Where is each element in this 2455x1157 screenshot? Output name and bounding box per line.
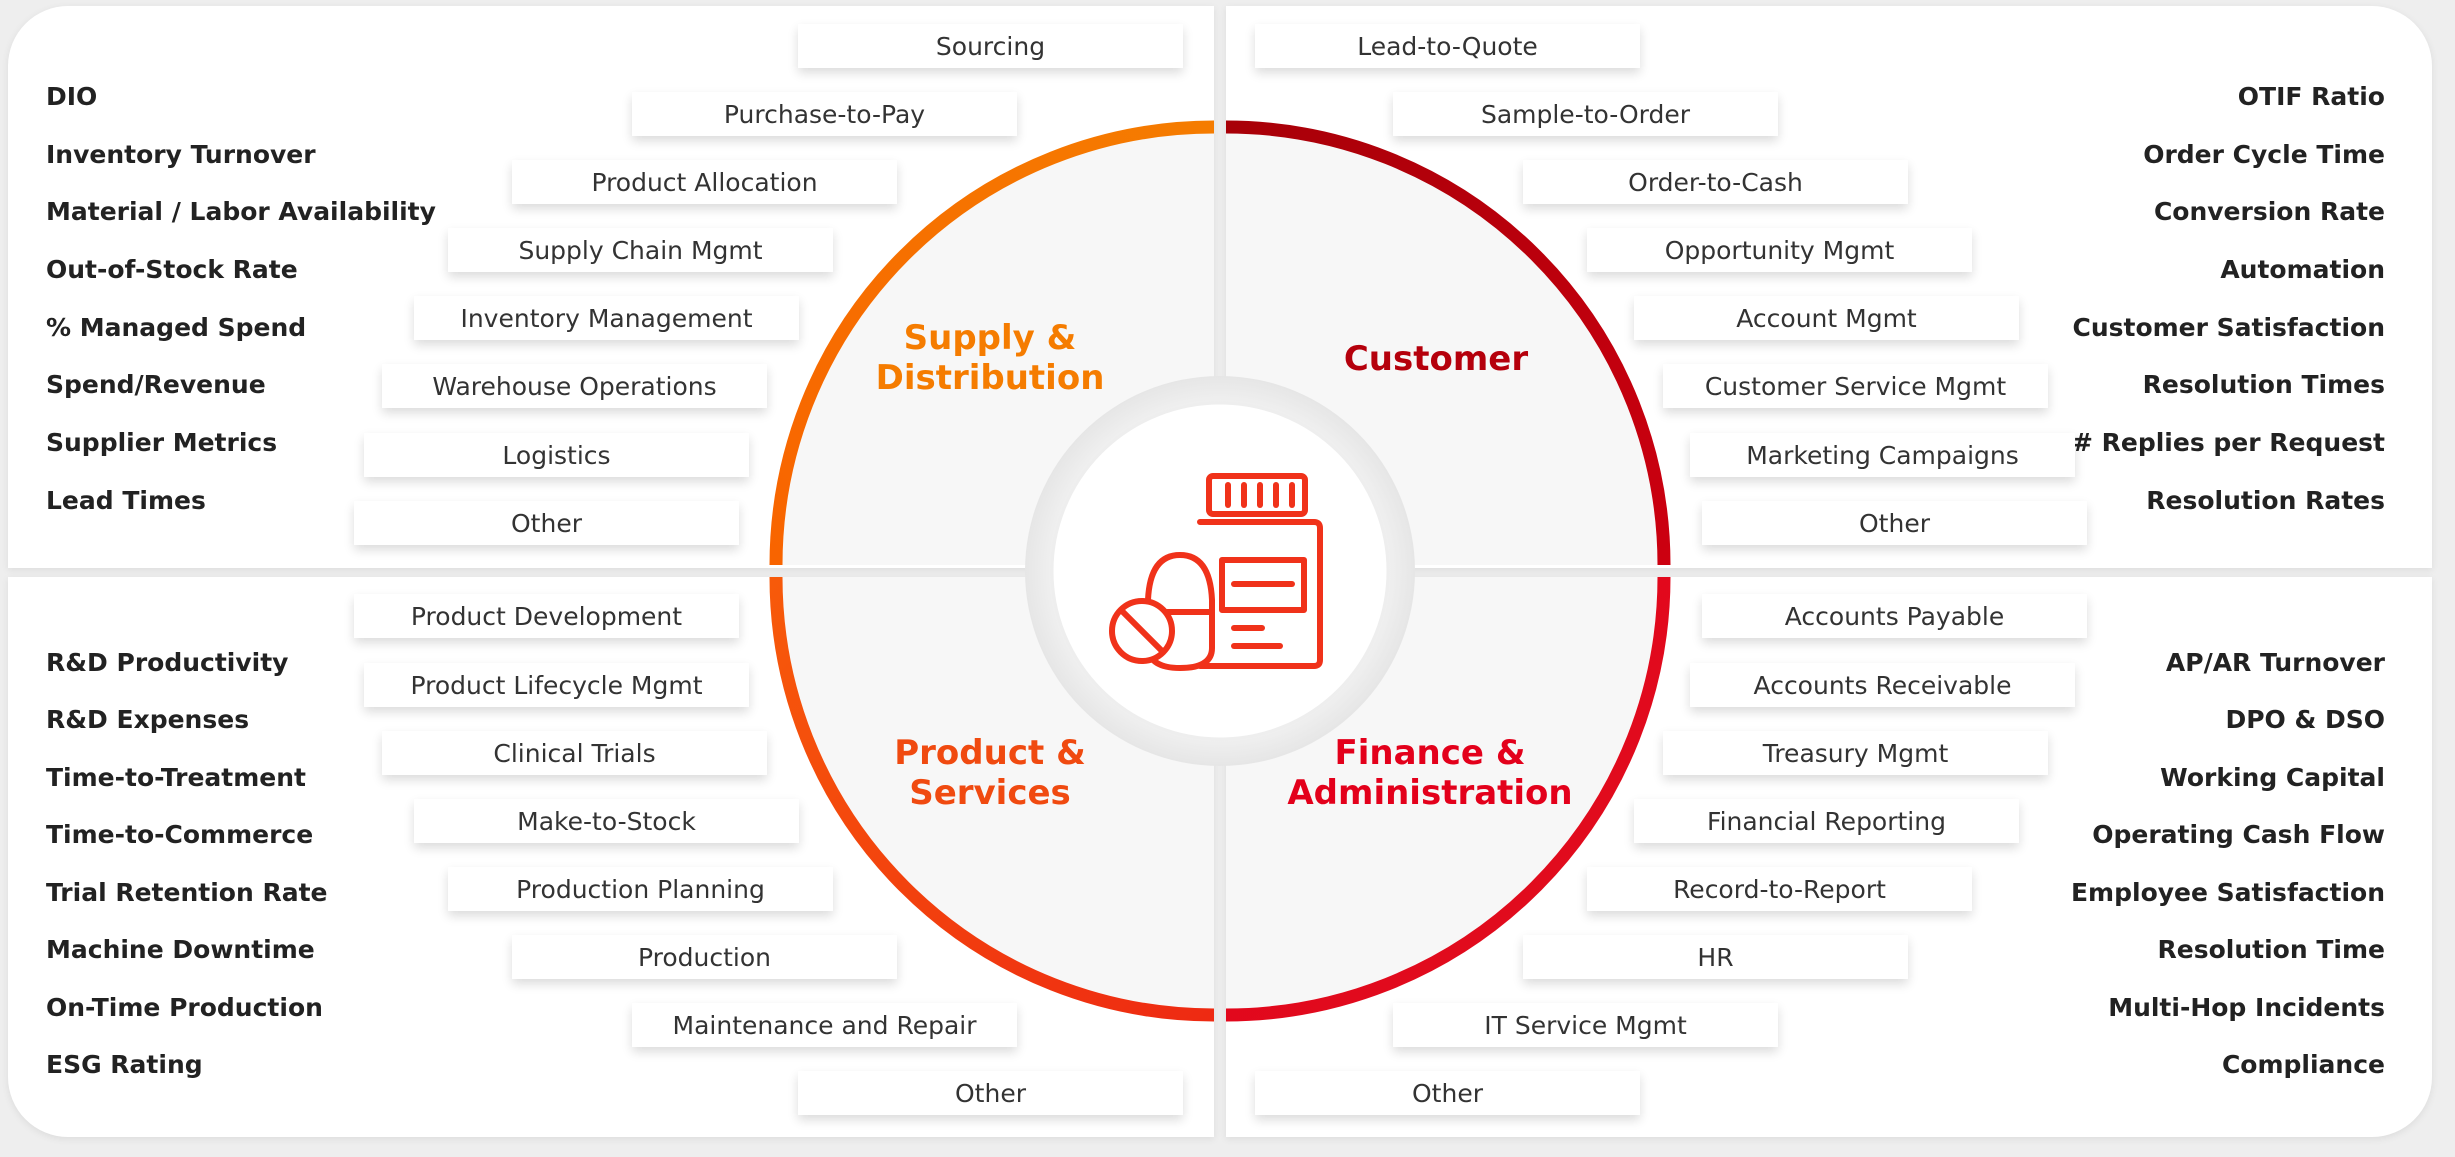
process-box[interactable]: Other (1702, 501, 2087, 545)
process-box[interactable]: Opportunity Mgmt (1587, 228, 1972, 272)
process-box[interactable]: Customer Service Mgmt (1663, 364, 2048, 408)
metric-item: On-Time Production (46, 993, 323, 1022)
quadrant-title-line: Customer (1343, 339, 1529, 379)
metric-item: OTIF Ratio (2237, 82, 2385, 111)
process-box[interactable]: Accounts Payable (1702, 594, 2087, 638)
metric-item: Working Capital (2160, 763, 2385, 792)
metric-item: Trial Retention Rate (46, 878, 328, 907)
quadrant-title-line: Distribution (875, 358, 1105, 398)
metric-item: Lead Times (46, 486, 206, 515)
process-box[interactable]: Inventory Management (414, 296, 799, 340)
process-box[interactable]: Logistics (364, 433, 749, 477)
metric-item: Machine Downtime (46, 935, 315, 964)
metric-item: Automation (2220, 255, 2385, 284)
metric-item: ESG Rating (46, 1050, 203, 1079)
arc-product-services (769, 576, 1215, 1022)
metric-item: Compliance (2221, 1050, 2385, 1079)
process-box[interactable]: Warehouse Operations (382, 364, 767, 408)
process-box[interactable]: Financial Reporting (1634, 799, 2019, 843)
arc-supply-distribution (769, 120, 1215, 566)
metric-item: Customer Satisfaction (2072, 313, 2385, 342)
quadrant-title-customer: Customer (1316, 339, 1556, 379)
quadrant-title-line: Administration (1287, 773, 1573, 813)
process-box[interactable]: Treasury Mgmt (1663, 731, 2048, 775)
metric-item: # Replies per Request (2071, 428, 2385, 457)
process-box[interactable]: Other (1255, 1071, 1640, 1115)
process-box[interactable]: Purchase-to-Pay (632, 92, 1017, 136)
metric-item: DIO (46, 82, 98, 111)
metric-item: DPO & DSO (2225, 705, 2385, 734)
medicine-bottle-and-pills-icon (1109, 473, 1323, 671)
quadrant-title-line: Product & (894, 733, 1086, 773)
process-box[interactable]: Other (354, 501, 739, 545)
metric-item: Inventory Turnover (46, 140, 316, 169)
arc-finance-administration (1225, 576, 1671, 1022)
process-box[interactable]: Clinical Trials (382, 731, 767, 775)
process-box[interactable]: IT Service Mgmt (1393, 1003, 1778, 1047)
metric-item: Out-of-Stock Rate (46, 255, 298, 284)
metric-item: Resolution Time (2157, 935, 2385, 964)
quadrant-title-line: Services (909, 773, 1071, 813)
metric-item: Order Cycle Time (2143, 140, 2385, 169)
process-box[interactable]: Product Allocation (512, 160, 897, 204)
process-box[interactable]: Lead-to-Quote (1255, 24, 1640, 68)
process-box[interactable]: Maintenance and Repair (632, 1003, 1017, 1047)
process-box[interactable]: Marketing Campaigns (1690, 433, 2075, 477)
metric-item: Spend/Revenue (46, 370, 266, 399)
process-box[interactable]: HR (1523, 935, 1908, 979)
quadrant-title-line: Supply & (903, 318, 1077, 358)
metric-item: Resolution Times (2142, 370, 2385, 399)
metric-item: Multi-Hop Incidents (2108, 993, 2385, 1022)
process-box[interactable]: Product Lifecycle Mgmt (364, 663, 749, 707)
metric-item: Supplier Metrics (46, 428, 278, 457)
metric-item: Material / Labor Availability (46, 197, 436, 226)
quadrant-title-product-services: Product & Services (870, 733, 1110, 813)
metric-item: Time-to-Treatment (46, 763, 306, 792)
process-box[interactable]: Other (798, 1071, 1183, 1115)
process-box[interactable]: Product Development (354, 594, 739, 638)
metric-item: Time-to-Commerce (46, 820, 314, 849)
quadrant-title-line: Finance & (1334, 733, 1526, 773)
process-box[interactable]: Make-to-Stock (414, 799, 799, 843)
process-box[interactable]: Production Planning (448, 867, 833, 911)
metric-item: Operating Cash Flow (2092, 820, 2385, 849)
process-box[interactable]: Supply Chain Mgmt (448, 228, 833, 272)
process-box[interactable]: Production (512, 935, 897, 979)
arc-customer (1225, 120, 1671, 566)
metric-item: R&D Expenses (46, 705, 250, 734)
quadrant-title-finance-administration: Finance & Administration (1280, 733, 1580, 813)
quadrant-title-supply-distribution: Supply & Distribution (870, 318, 1110, 398)
metric-item: % Managed Spend (46, 313, 307, 342)
metric-item: Resolution Rates (2146, 486, 2385, 515)
metric-item: R&D Productivity (46, 648, 289, 677)
process-box[interactable]: Account Mgmt (1634, 296, 2019, 340)
metric-item: Conversion Rate (2153, 197, 2385, 226)
process-box[interactable]: Order-to-Cash (1523, 160, 1908, 204)
process-box[interactable]: Accounts Receivable (1690, 663, 2075, 707)
process-box[interactable]: Record-to-Report (1587, 867, 1972, 911)
process-box[interactable]: Sourcing (798, 24, 1183, 68)
metric-item: Employee Satisfaction (2070, 878, 2385, 907)
metric-item: AP/AR Turnover (2165, 648, 2385, 677)
process-box[interactable]: Sample-to-Order (1393, 92, 1778, 136)
